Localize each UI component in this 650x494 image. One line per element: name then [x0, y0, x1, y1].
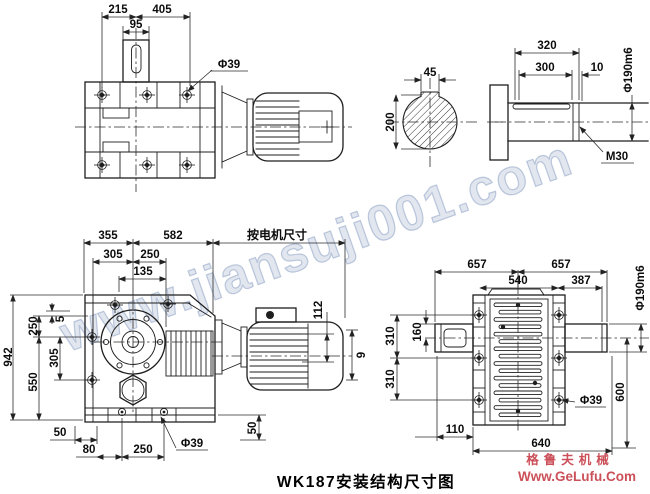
logo: 格鲁夫机械 Www.GeLufu.Com	[518, 452, 636, 484]
dim-10: 10	[591, 62, 604, 74]
front-view: 215 405 95 Φ39	[75, 4, 352, 192]
motor-fins-front	[255, 100, 300, 156]
dim-640: 640	[531, 438, 550, 450]
dim-phi39-front: Φ39	[218, 59, 240, 71]
dim-657-left: 657	[467, 259, 486, 271]
dim-387: 387	[571, 275, 590, 287]
dim-160: 160	[412, 322, 424, 341]
drawing-title: WK187安装结构尺寸图	[277, 472, 455, 491]
terminal-box	[255, 307, 297, 323]
side-view: 355 582 按电机尺寸 305 250 135 942 250 5	[3, 227, 368, 461]
gearbox-housing-top	[472, 294, 566, 426]
dim-305-left: 305	[49, 348, 61, 368]
dim-320: 320	[537, 40, 556, 52]
keyway-slot	[512, 103, 571, 110]
dim-215: 215	[108, 4, 128, 16]
dim-phi190-top: Φ190m6	[635, 265, 647, 310]
logo-brand: 格鲁夫机械	[526, 452, 614, 467]
side-view-dimensions-bottom: 50 80 250 Φ39 50	[50, 414, 266, 461]
dim-phi190-shaft: Φ190m6	[623, 47, 635, 92]
top-view: 657 657 540 387 310 310 160 Φ190m6	[385, 259, 649, 455]
dim-80: 80	[83, 444, 96, 456]
dim-phi39-top: Φ39	[580, 395, 602, 407]
side-view-dimensions-left: 942 250 5 305 550	[3, 294, 90, 421]
dim-582: 582	[163, 230, 182, 242]
top-view-dimensions-bottom: 110 640 Φ39	[415, 356, 613, 455]
dim-250-bottom: 250	[133, 444, 152, 456]
dim-m30: M30	[606, 151, 628, 163]
dim-942: 942	[3, 347, 15, 366]
dim-112: 112	[313, 301, 325, 320]
shaft-section-view: 45 200	[385, 67, 503, 170]
housing-fins-top	[493, 302, 543, 418]
dim-95: 95	[130, 19, 143, 31]
dim-45: 45	[424, 67, 437, 79]
dim-355: 355	[98, 230, 118, 242]
dim-540: 540	[508, 275, 527, 287]
motor-fins-side	[249, 327, 309, 385]
watermark-text: www.jiansuji001.com	[52, 130, 580, 363]
dim-200: 200	[385, 112, 397, 131]
shaft-end-dimensions: 320 300 10 Φ190m6 M30	[514, 40, 635, 164]
dim-110: 110	[446, 424, 465, 436]
logo-site: Www.GeLufu.Com	[518, 469, 636, 484]
dim-310-bottom: 310	[385, 369, 397, 388]
dim-305-top: 305	[103, 249, 123, 261]
front-view-dimensions: 215 405 95 Φ39	[101, 4, 248, 92]
shaft-section-dimensions: 45 200	[385, 67, 456, 150]
gearbox-housing-front	[84, 81, 216, 179]
housing-edge	[489, 84, 509, 161]
motor-size-note: 按电机尺寸	[247, 227, 307, 242]
dim-657-right: 657	[551, 259, 570, 271]
dim-9: 9	[356, 352, 368, 358]
dim-250-left: 250	[28, 316, 40, 335]
housing-fins-side	[170, 330, 212, 377]
shaft-end-view: 320 300 10 Φ190m6 M30	[489, 40, 649, 164]
dim-600: 600	[615, 382, 627, 401]
side-view-dimensions-top: 355 582 按电机尺寸 305 250 135	[83, 227, 346, 327]
dim-50-bottom: 50	[54, 427, 67, 439]
top-view-dimensions-left: 310 310 160	[385, 310, 476, 401]
flange-strip-lines	[472, 302, 566, 413]
dim-550: 550	[28, 372, 40, 391]
top-view-dimensions-right: Φ190m6 600	[609, 265, 647, 449]
top-view-dimensions-top: 657 657 540 387	[434, 259, 608, 322]
dim-phi39-side: Φ39	[181, 438, 203, 450]
dim-310-top: 310	[385, 326, 397, 345]
dim-300: 300	[535, 62, 554, 74]
dim-5: 5	[55, 315, 67, 322]
side-view-dimensions-motor: 112 9	[302, 301, 368, 381]
dim-50-right: 50	[247, 422, 259, 435]
dim-405: 405	[152, 4, 172, 16]
dim-250-top: 250	[140, 249, 159, 261]
dim-135: 135	[133, 266, 153, 278]
